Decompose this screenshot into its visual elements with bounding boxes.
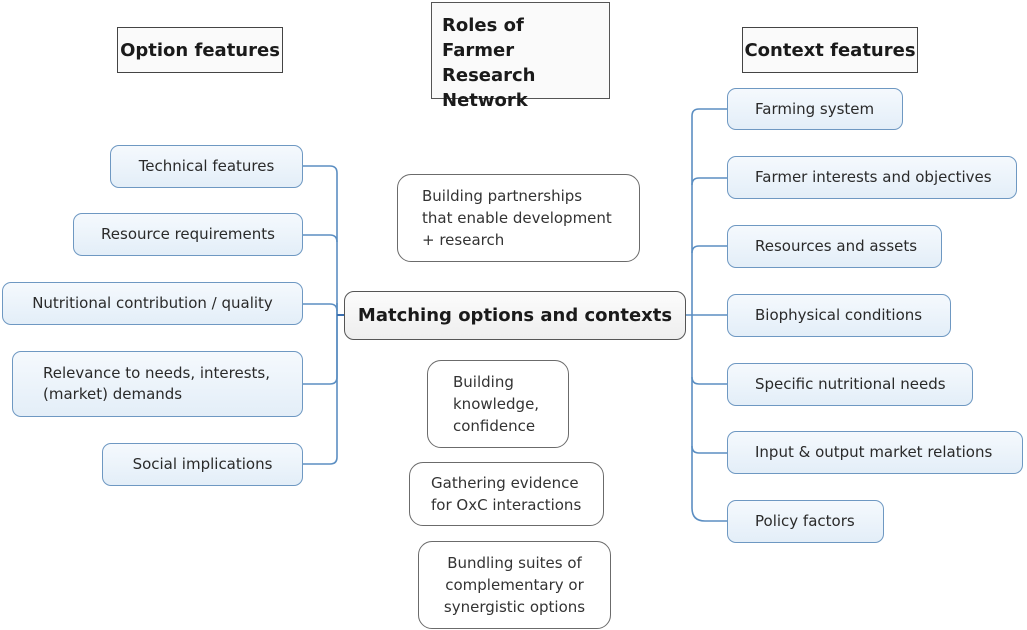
role-line: confidence (453, 417, 536, 435)
context-features-header-label: Context features (744, 39, 916, 61)
role-line: + research (422, 231, 505, 249)
roles-header-line: Farmer Research (442, 40, 536, 86)
context-market-relations[interactable]: Input & output market relations (727, 431, 1023, 474)
context-policy-factors[interactable]: Policy factors (727, 500, 884, 543)
connector-resource-requirements (302, 234, 338, 243)
option-social-implications[interactable]: Social implications (102, 443, 303, 486)
connector-nutritional-contribution (302, 303, 338, 312)
context-farming-system[interactable]: Farming system (727, 88, 903, 130)
roles-header-line: Roles of (442, 15, 524, 36)
connector-market-relations (691, 445, 728, 454)
connector-technical-features (302, 165, 338, 303)
role-gathering-evidence[interactable]: Gathering evidence for OxC interactions (409, 462, 604, 526)
role-line: complementary or (445, 576, 584, 594)
context-farmer-interests[interactable]: Farmer interests and objectives (727, 156, 1017, 199)
roles-header-line: Network (442, 90, 528, 111)
node-label: Farmer interests and objectives (755, 168, 992, 186)
role-line: Bundling suites of (447, 554, 582, 572)
role-line: that enable development (422, 209, 612, 227)
connector-relevance (302, 303, 338, 385)
node-label: Technical features (138, 157, 275, 175)
role-bundling-suites[interactable]: Bundling suites of complementary or syne… (418, 541, 611, 629)
node-label: Biophysical conditions (755, 306, 923, 324)
context-biophysical-conditions[interactable]: Biophysical conditions (727, 294, 951, 337)
node-label: Resource requirements (101, 225, 275, 243)
connector-farmer-interests (691, 177, 728, 186)
option-technical-features[interactable]: Technical features (110, 145, 303, 188)
node-label-line: Relevance to needs, interests, (43, 364, 270, 382)
node-label: Nutritional contribution / quality (32, 294, 273, 312)
node-label: Input & output market relations (755, 443, 993, 461)
role-building-partnerships[interactable]: Building partnerships that enable develo… (397, 174, 640, 262)
connector-resources-assets (691, 245, 728, 254)
connector-specific-nutritional (691, 376, 728, 385)
node-label-line: (market) demands (43, 385, 183, 403)
option-features-header-label: Option features (120, 39, 280, 61)
center-node-label: Matching options and contexts (357, 305, 673, 326)
role-line: knowledge, (453, 395, 540, 413)
roles-header: Roles of Farmer Research Network (431, 2, 610, 111)
node-label: Specific nutritional needs (755, 375, 946, 393)
role-line: Gathering evidence (431, 474, 579, 492)
option-features-header: Option features (117, 27, 283, 73)
node-label: Resources and assets (755, 237, 918, 255)
role-building-knowledge[interactable]: Building knowledge, confidence (427, 360, 569, 448)
option-nutritional-contribution[interactable]: Nutritional contribution / quality (2, 282, 303, 325)
role-line: for OxC interactions (431, 496, 582, 514)
context-resources-assets[interactable]: Resources and assets (727, 225, 942, 268)
connector-social-implications (302, 303, 338, 465)
option-relevance-to-needs[interactable]: Relevance to needs, interests, (market) … (12, 351, 303, 417)
option-resource-requirements[interactable]: Resource requirements (73, 213, 303, 256)
connector-farming-system (691, 108, 728, 522)
node-label: Policy factors (755, 512, 855, 530)
node-label: Farming system (755, 99, 875, 118)
center-node-matching[interactable]: Matching options and contexts (344, 291, 686, 340)
context-features-header: Context features (742, 27, 918, 73)
role-line: Building (453, 373, 514, 391)
context-specific-nutritional-needs[interactable]: Specific nutritional needs (727, 363, 973, 406)
node-label: Social implications (132, 455, 273, 473)
role-line: Building partnerships (422, 187, 583, 205)
role-line: synergistic options (443, 598, 586, 616)
